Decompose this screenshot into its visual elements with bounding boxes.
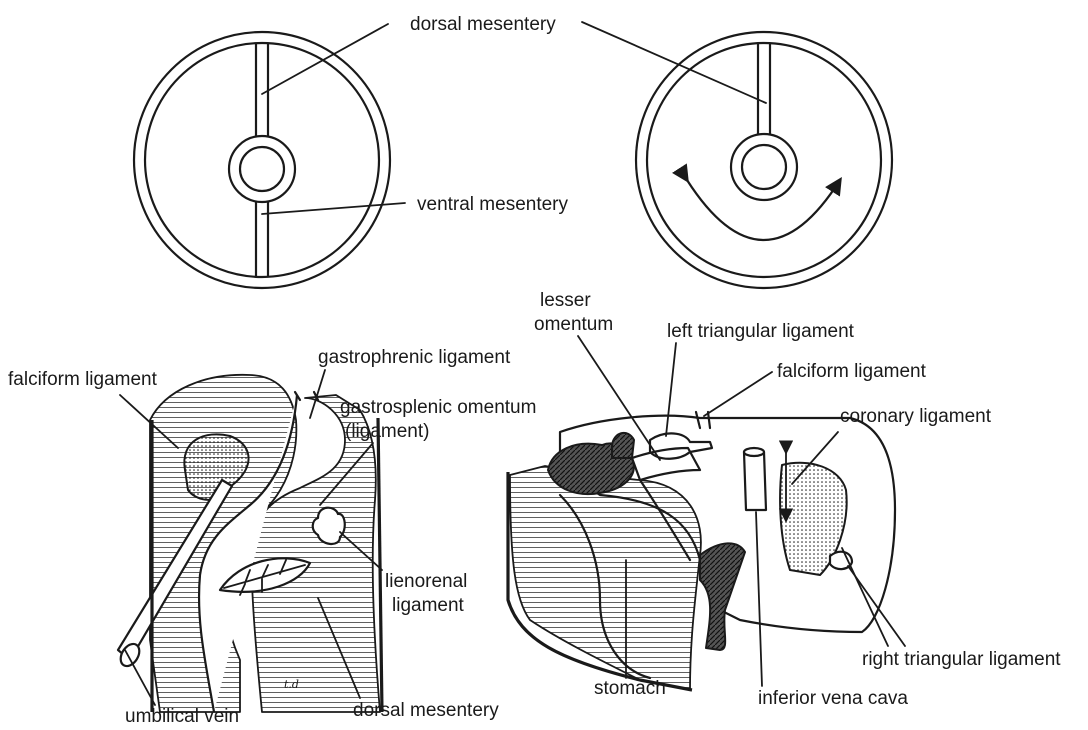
artist-mark: t.d bbox=[284, 678, 299, 691]
duodenum-dark bbox=[700, 543, 745, 650]
esophagus-dark bbox=[612, 433, 634, 458]
ventral-mesentery-band-left bbox=[256, 196, 268, 276]
stomach-hatched-body bbox=[510, 466, 701, 690]
cross-section-left bbox=[134, 32, 390, 288]
label-dorsal-mesentery-bottom: dorsal mesentery bbox=[353, 700, 499, 721]
body-wall-right-edge bbox=[378, 418, 382, 712]
label-falciform-ligament-right: falciform ligament bbox=[777, 361, 927, 382]
label-dorsal-mesentery-top: dorsal mesentery bbox=[410, 14, 556, 35]
label-stomach: stomach bbox=[594, 678, 666, 699]
label-lesser-omentum-1: lesser bbox=[540, 290, 591, 311]
label-ventral-mesentery: ventral mesentery bbox=[417, 194, 569, 215]
label-gastrophrenic-ligament: gastrophrenic ligament bbox=[318, 347, 511, 368]
ivc-tube bbox=[744, 452, 766, 510]
label-inferior-vena-cava: inferior vena cava bbox=[758, 688, 908, 709]
label-right-triangular-ligament: right triangular ligament bbox=[862, 649, 1061, 670]
leader-ivc bbox=[756, 512, 762, 686]
leader-ventral-mesentery bbox=[262, 203, 405, 214]
label-coronary-ligament: coronary ligament bbox=[840, 406, 992, 427]
sagittal-section-drawing bbox=[117, 375, 382, 712]
leader-gastrophrenic bbox=[310, 370, 325, 418]
cross-section-right bbox=[636, 32, 892, 288]
dorsal-mesentery-band-right bbox=[758, 44, 770, 138]
leader-left-triangular bbox=[666, 343, 676, 436]
label-falciform-ligament-left: falciform ligament bbox=[8, 369, 158, 390]
label-left-triangular-ligament: left triangular ligament bbox=[667, 321, 855, 342]
gut-tube-outer-left bbox=[229, 136, 295, 202]
ivc-top-opening bbox=[744, 448, 764, 456]
label-lienorenal-2: ligament bbox=[392, 595, 465, 616]
leader-falciform-right bbox=[704, 372, 772, 416]
label-gastrosplenic-omentum-2: (ligament) bbox=[345, 421, 429, 442]
label-umbilical-vein: umbilical vein bbox=[125, 706, 239, 727]
label-lesser-omentum-2: omentum bbox=[534, 314, 613, 335]
stomach-liver-drawing bbox=[508, 412, 895, 690]
label-gastrosplenic-omentum-1: gastrosplenic omentum bbox=[340, 397, 536, 418]
label-lienorenal-1: lienorenal bbox=[385, 571, 467, 592]
